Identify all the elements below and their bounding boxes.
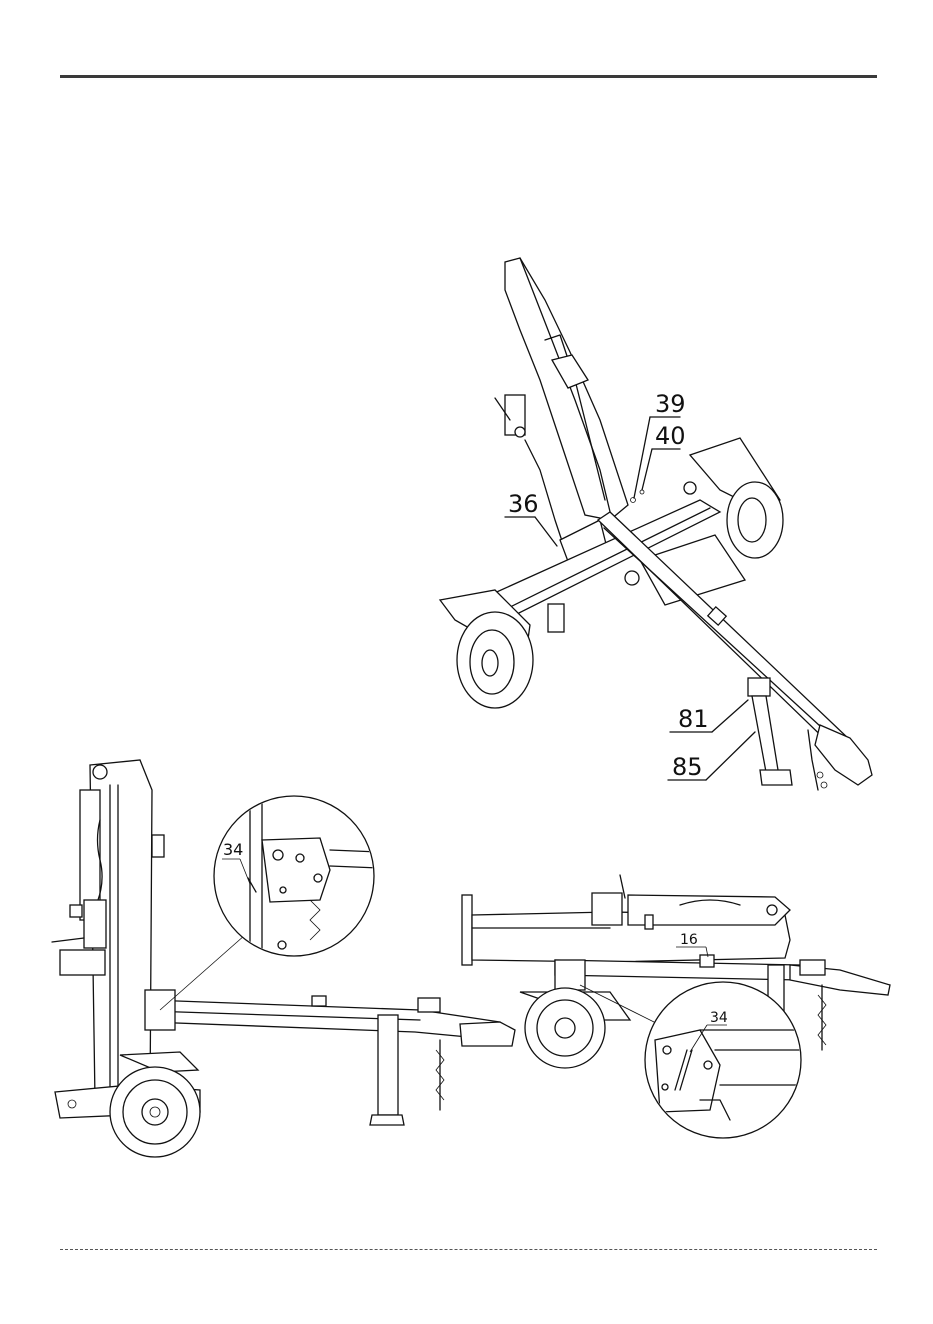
end-plate <box>462 895 472 965</box>
control-valve <box>84 900 106 948</box>
callout-34-right: 34 <box>710 1010 728 1026</box>
svg-text:81: 81 <box>678 705 709 733</box>
callout-81: 81 <box>670 700 748 733</box>
svg-text:39: 39 <box>655 390 686 418</box>
right-wheel <box>727 482 783 558</box>
jack-stand-side <box>378 1015 398 1115</box>
callout-36: 36 <box>505 490 557 546</box>
svg-text:16: 16 <box>680 932 698 948</box>
svg-text:36: 36 <box>508 490 539 518</box>
callout-85: 85 <box>668 732 755 781</box>
callout-40: 40 <box>642 422 686 490</box>
detail-magnifier-left: 34 <box>214 790 380 960</box>
callout-34-left: 34 <box>223 840 243 859</box>
jack-stand-bracket <box>748 678 770 696</box>
svg-text:40: 40 <box>655 422 686 450</box>
vertical-splitter-perspective <box>440 258 872 790</box>
hitch-side <box>460 1022 515 1046</box>
svg-text:85: 85 <box>672 753 703 781</box>
detail-magnifier-right: 34 <box>645 982 810 1138</box>
jack-stand <box>752 696 778 772</box>
